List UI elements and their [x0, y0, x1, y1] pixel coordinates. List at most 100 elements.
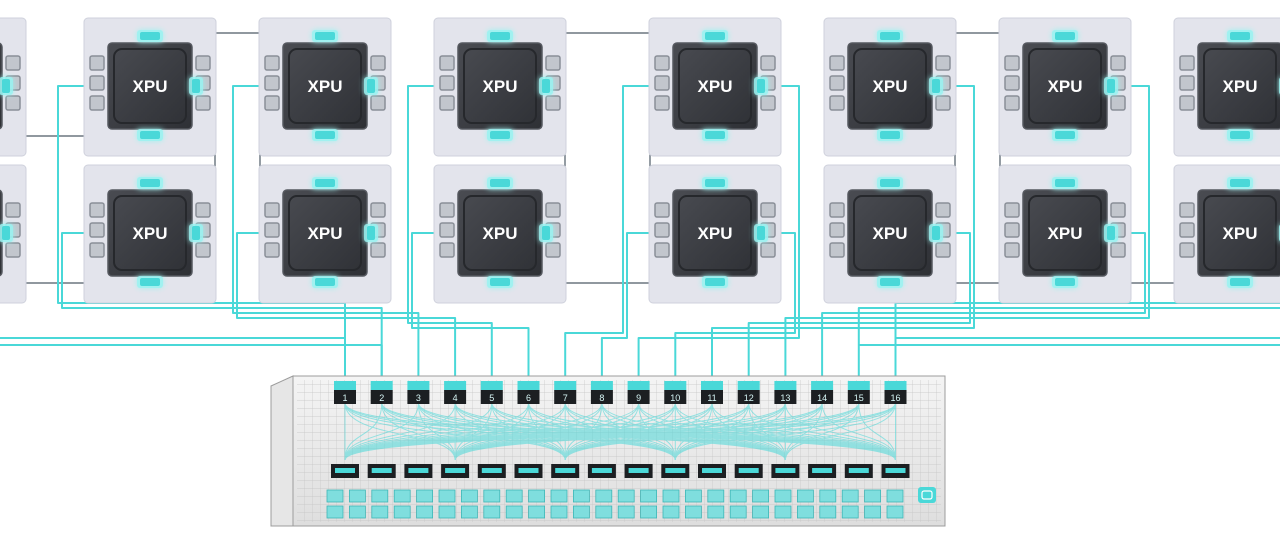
- lower-port: [551, 464, 579, 478]
- memory-module: [1111, 243, 1125, 257]
- memory-module: [655, 223, 669, 237]
- memory-module: [936, 56, 950, 70]
- link-port-core: [705, 32, 725, 40]
- xpu-label: XPU: [133, 77, 168, 96]
- link-port-core: [140, 278, 160, 286]
- xpu-node: XPU: [649, 165, 781, 303]
- xpu-node: XPU: [1174, 165, 1280, 303]
- memory-module: [761, 203, 775, 217]
- lower-port-led: [739, 468, 759, 473]
- xpu-node: XPU: [0, 18, 26, 156]
- memory-module: [371, 203, 385, 217]
- cage-port: [506, 490, 522, 502]
- cage-port: [573, 506, 589, 518]
- cage-port: [349, 506, 365, 518]
- link-port-core: [932, 226, 940, 240]
- memory-module: [830, 96, 844, 110]
- cage-port: [327, 506, 343, 518]
- memory-module: [6, 96, 20, 110]
- switch-port-connector: [885, 381, 907, 390]
- cage-port: [753, 490, 769, 502]
- memory-module: [196, 243, 210, 257]
- switch-port: 6: [518, 381, 540, 404]
- switch-port-connector: [628, 381, 650, 390]
- xpu-node: XPU: [1174, 18, 1280, 156]
- switch-port-number: 7: [563, 393, 568, 403]
- switch-port: 8: [591, 381, 613, 404]
- link-port-core: [2, 79, 10, 93]
- switch-port-number: 1: [342, 393, 347, 403]
- lower-port: [478, 464, 506, 478]
- memory-module: [1180, 203, 1194, 217]
- switch-port-connector: [848, 381, 870, 390]
- memory-module: [6, 203, 20, 217]
- link-port-core: [315, 278, 335, 286]
- cage-port: [775, 506, 791, 518]
- memory-module: [265, 76, 279, 90]
- xpu-node: XPU: [434, 165, 566, 303]
- switch-port: 7: [554, 381, 576, 404]
- link-port-core: [367, 79, 375, 93]
- memory-module: [90, 223, 104, 237]
- xpu-node: XPU: [259, 18, 391, 156]
- memory-module: [655, 76, 669, 90]
- memory-module: [1111, 96, 1125, 110]
- memory-module: [371, 243, 385, 257]
- xpu-node: XPU: [649, 18, 781, 156]
- memory-module: [265, 243, 279, 257]
- switch-port-number: 13: [780, 393, 790, 403]
- cage-port: [461, 506, 477, 518]
- lower-port-led: [408, 468, 428, 473]
- memory-module: [1005, 76, 1019, 90]
- memory-module: [196, 203, 210, 217]
- cage-port: [685, 490, 701, 502]
- link-port-core: [757, 226, 765, 240]
- lower-port-led: [812, 468, 832, 473]
- link-port-core: [490, 278, 510, 286]
- cage-port: [327, 490, 343, 502]
- switch-port-number: 2: [379, 393, 384, 403]
- memory-module: [936, 243, 950, 257]
- xpu-label: XPU: [1223, 224, 1258, 243]
- switch-port: 13: [774, 381, 796, 404]
- cage-port: [551, 490, 567, 502]
- cage-port: [596, 490, 612, 502]
- cage-port: [663, 506, 679, 518]
- lower-port: [882, 464, 910, 478]
- switch-port-number: 16: [890, 393, 900, 403]
- link-port-core: [315, 131, 335, 139]
- xpu-node: XPU: [84, 165, 216, 303]
- cage-port: [529, 506, 545, 518]
- link-port-core: [542, 226, 550, 240]
- memory-module: [440, 56, 454, 70]
- link-port-core: [880, 131, 900, 139]
- switch-port: 10: [664, 381, 686, 404]
- switch-port-number: 3: [416, 393, 421, 403]
- cage-port: [484, 506, 500, 518]
- xpu-node: XPU: [434, 18, 566, 156]
- memory-module: [546, 203, 560, 217]
- memory-module: [265, 56, 279, 70]
- cage-port: [529, 490, 545, 502]
- lower-port-led: [886, 468, 906, 473]
- switch-port-connector: [701, 381, 723, 390]
- memory-module: [1111, 203, 1125, 217]
- lower-port-led: [702, 468, 722, 473]
- memory-module: [265, 223, 279, 237]
- lower-port: [661, 464, 689, 478]
- memory-module: [655, 56, 669, 70]
- lower-port-led: [665, 468, 685, 473]
- switch-port-connector: [774, 381, 796, 390]
- switch-status-icon: [918, 487, 936, 503]
- cage-port: [596, 506, 612, 518]
- link-port-core: [1055, 131, 1075, 139]
- xpu-label: XPU: [698, 77, 733, 96]
- link-port-core: [315, 179, 335, 187]
- xpu-label: XPU: [1048, 224, 1083, 243]
- cage-port: [775, 490, 791, 502]
- cage-port: [708, 490, 724, 502]
- switch-port-number: 12: [744, 393, 754, 403]
- switch-port-number: 10: [670, 393, 680, 403]
- switch-port-number: 14: [817, 393, 827, 403]
